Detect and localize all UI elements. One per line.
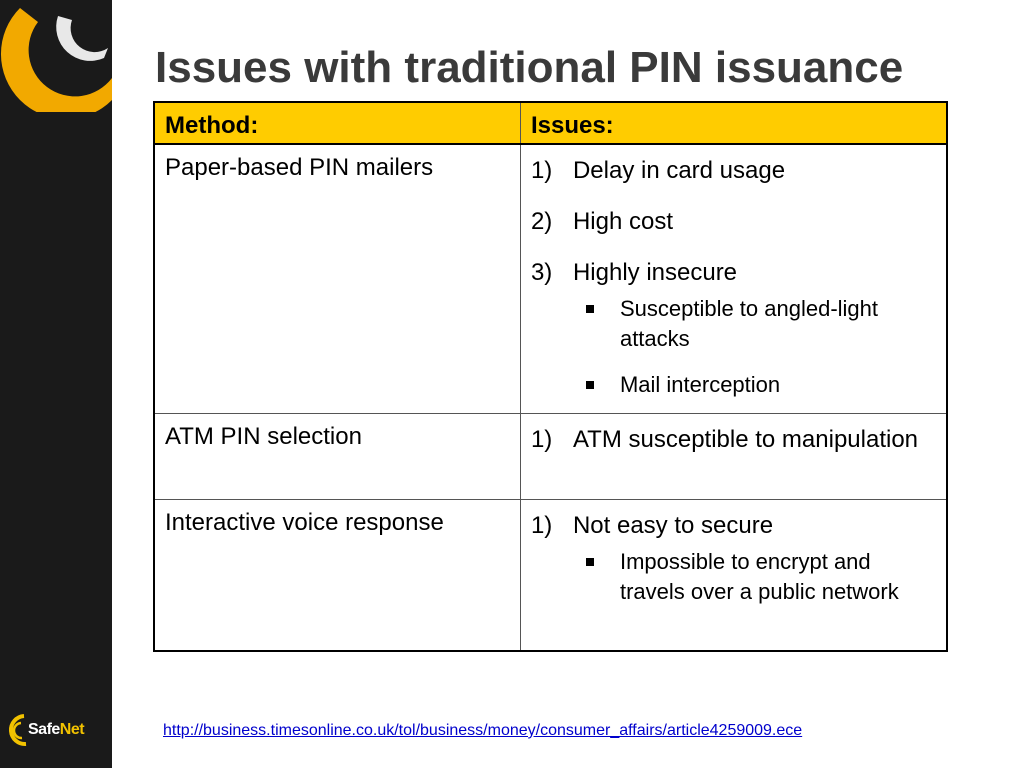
issue-list: 1) ATM susceptible to manipulation bbox=[531, 423, 936, 457]
header-issues: Issues: bbox=[519, 101, 948, 145]
method-cell: ATM PIN selection bbox=[153, 412, 521, 500]
issue-text: High cost bbox=[572, 208, 673, 235]
sidebar: SafeNet bbox=[0, 0, 112, 768]
logo-text-net: Net bbox=[59, 721, 85, 738]
table-header-row: Method: Issues: bbox=[153, 101, 948, 145]
issue-number: 1) bbox=[530, 511, 553, 539]
safenet-swirl-icon bbox=[8, 714, 27, 747]
issue-number: 3) bbox=[530, 259, 553, 286]
sub-issue-list: Susceptible to angled-light attacks Mail… bbox=[573, 294, 936, 400]
issue-number: 1) bbox=[530, 157, 553, 184]
issue-text: ATM susceptible to manipulation bbox=[572, 425, 919, 453]
table-row: Paper-based PIN mailers 1) Delay in card… bbox=[153, 143, 948, 414]
issues-cell: 1) ATM susceptible to manipulation bbox=[519, 412, 948, 500]
sub-issue-list: Impossible to encrypt and travels over a… bbox=[573, 547, 936, 607]
issue-item: 3) Highly insecure Susceptible to angled… bbox=[531, 256, 936, 400]
issue-number: 1) bbox=[530, 425, 553, 453]
method-cell: Paper-based PIN mailers bbox=[153, 143, 521, 414]
table-row: Interactive voice response 1) Not easy t… bbox=[153, 498, 948, 652]
sub-issue-item: Mail interception bbox=[573, 370, 936, 400]
issues-table: Method: Issues: Paper-based PIN mailers … bbox=[153, 101, 948, 652]
issue-item: 1) Not easy to secure Impossible to encr… bbox=[531, 509, 936, 607]
brand-swoosh-icon bbox=[0, 8, 112, 112]
source-link[interactable]: http://business.timesonline.co.uk/tol/bu… bbox=[163, 722, 803, 739]
safenet-logo: SafeNet bbox=[6, 711, 106, 751]
logo-text: SafeNet bbox=[28, 721, 85, 739]
sub-issue-item: Susceptible to angled-light attacks bbox=[573, 294, 936, 354]
issues-cell: 1) Delay in card usage 2) High cost 3) H… bbox=[519, 143, 948, 414]
logo-text-safe: Safe bbox=[28, 721, 60, 738]
square-bullet-icon bbox=[585, 381, 594, 389]
issue-list: 1) Delay in card usage 2) High cost 3) H… bbox=[531, 154, 936, 400]
issues-cell: 1) Not easy to secure Impossible to encr… bbox=[519, 498, 948, 652]
table-row: ATM PIN selection 1) ATM susceptible to … bbox=[153, 412, 948, 500]
issue-list: 1) Not easy to secure Impossible to encr… bbox=[531, 509, 936, 607]
issue-text: Delay in card usage bbox=[572, 157, 786, 184]
sub-issue-text: Mail interception bbox=[619, 372, 781, 397]
sub-issue-item: Impossible to encrypt and travels over a… bbox=[573, 547, 936, 607]
issue-text: Highly insecure bbox=[572, 259, 738, 286]
issue-text: Not easy to secure bbox=[572, 511, 774, 539]
slide-title: Issues with traditional PIN issuance bbox=[155, 43, 904, 92]
square-bullet-icon bbox=[585, 557, 594, 566]
square-bullet-icon bbox=[585, 305, 594, 313]
issue-number: 2) bbox=[530, 208, 553, 235]
sub-issue-text: Susceptible to angled-light attacks bbox=[619, 296, 879, 351]
sub-issue-text: Impossible to encrypt and travels over a… bbox=[619, 548, 899, 604]
issue-item: 1) ATM susceptible to manipulation bbox=[531, 423, 936, 457]
method-cell: Interactive voice response bbox=[153, 498, 521, 652]
header-method: Method: bbox=[153, 101, 521, 145]
issue-item: 1) Delay in card usage bbox=[531, 154, 936, 188]
issue-item: 2) High cost bbox=[531, 205, 936, 239]
